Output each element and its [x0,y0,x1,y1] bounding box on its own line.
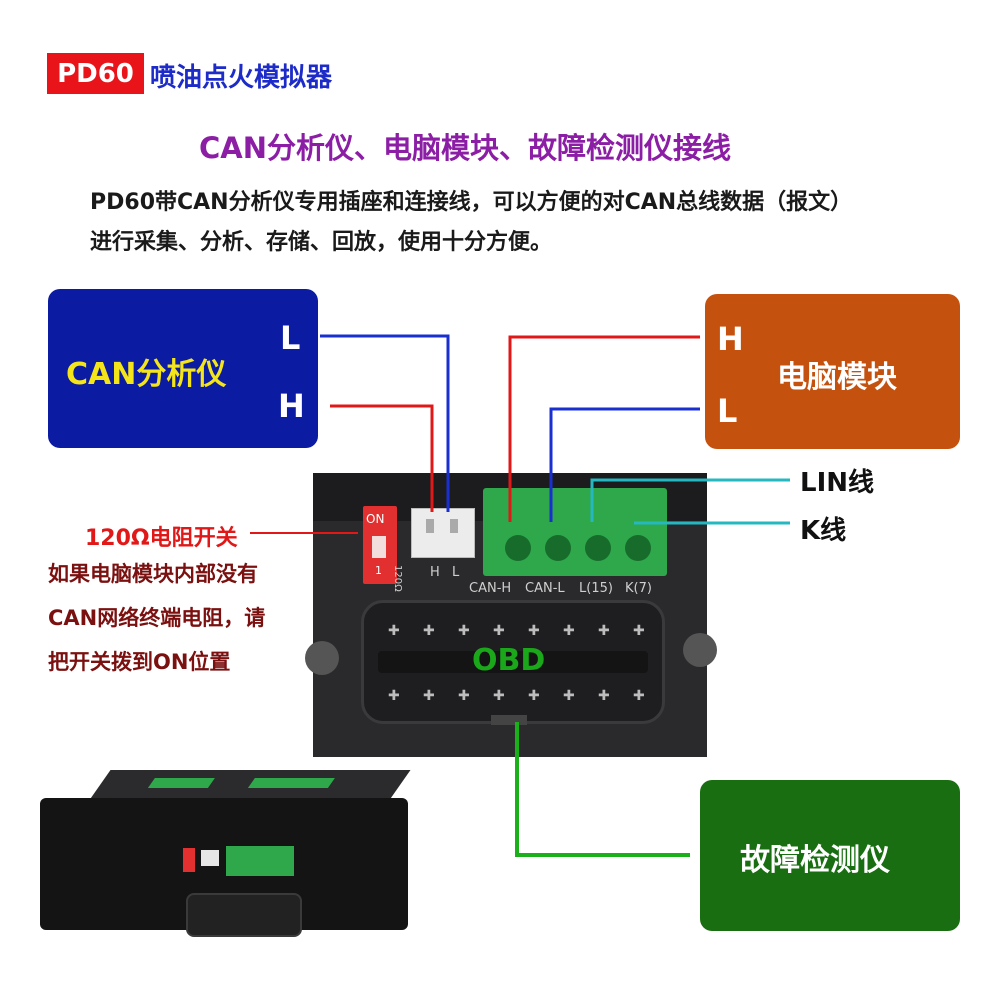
intro-line-1: PD60带CAN分析仪专用插座和连接线，可以方便的对CAN总线数据（报文） [90,190,853,215]
terminal-block [483,488,667,576]
obd-pin: ✚ [598,688,610,704]
lin-wire-label: LIN线 [800,468,875,498]
can-header-socket [411,508,475,558]
header-l-label: L [452,565,460,580]
terminal-screw-k7 [625,535,651,561]
terminal-screw-l15 [585,535,611,561]
obd-pin: ✚ [388,623,400,639]
page-title: 喷油点火模拟器 [150,63,333,93]
wire-lin [590,478,790,522]
k-wire-label: K线 [800,516,847,546]
obd-pin: ✚ [493,623,505,639]
mount-screw-right [683,633,717,667]
obd-pin: ✚ [493,688,505,704]
dip-switch-one-label: 1 [375,564,382,577]
header-pin-h [426,519,434,533]
terminal-label-k7: K(7) [625,581,652,596]
obd-pin: ✚ [423,623,435,639]
can-analyzer-box: CAN分析仪 L H [48,289,318,448]
wire-can-analyzer-l [320,334,450,512]
pc-module-pin-h: H [717,320,744,358]
intro-line-2: 进行采集、分析、存储、回放，使用十分方便。 [90,230,553,255]
product-front-face [40,798,408,937]
header-pin-l [450,519,458,533]
diagnostic-tool-title: 故障检测仪 [740,843,890,878]
dip-switch-lever [372,536,386,558]
obd-port [361,600,665,724]
product-photo [40,770,411,937]
header-h-label: H [430,565,440,580]
subtitle: CAN分析仪、电脑模块、故障检测仪接线 [199,131,731,165]
obd-pin: ✚ [458,623,470,639]
terminal-label-can-l: CAN-L [525,581,565,596]
obd-pin: ✚ [388,688,400,704]
resistor-note: 如果电脑模块内部没有 CAN网络终端电阻，请 把开关拨到ON位置 [48,552,265,684]
obd-key-tab [491,715,527,725]
mount-screw-left [305,641,339,675]
intro-text: PD60带CAN分析仪专用插座和连接线，可以方便的对CAN总线数据（报文） 进行… [90,183,960,263]
resistor-note-line-1: 如果电脑模块内部没有 [48,562,258,586]
can-analyzer-pin-l: L [280,319,301,357]
obd-pin: ✚ [528,623,540,639]
obd-port-slot [378,651,648,673]
terminal-screw-can-l [545,535,571,561]
obd-pin: ✚ [563,623,575,639]
wire-pc-module-h [508,335,700,522]
wire-pc-module-l [549,407,700,522]
pc-module-pin-l: L [717,392,738,430]
pc-module-box: H L 电脑模块 [705,294,960,449]
resistor-note-line-2: CAN网络终端电阻，请 [48,606,266,630]
model-badge: PD60 [47,53,144,94]
wire-can-analyzer-h [330,404,434,512]
product-obd [186,893,302,937]
device-panel: ON 1 120Ω H L CAN-H CAN-L L(15) K(7) ✚✚✚… [305,473,717,757]
resistor-switch-title: 120Ω电阻开关 [85,526,238,551]
obd-pin: ✚ [423,688,435,704]
obd-pin: ✚ [528,688,540,704]
wire-obd [515,722,690,857]
product-header [201,850,219,866]
terminal-label-l15: L(15) [579,581,613,596]
obd-pin: ✚ [598,623,610,639]
can-analyzer-pin-h: H [278,387,305,425]
obd-pin: ✚ [633,688,645,704]
obd-pin: ✚ [563,688,575,704]
can-analyzer-title: CAN分析仪 [66,357,227,392]
dip-switch: ON 1 [363,506,397,584]
product-terminal [226,846,294,876]
terminal-label-can-h: CAN-H [469,581,512,596]
obd-label: OBD [472,643,546,678]
product-dip-switch [183,848,195,872]
diagnostic-tool-box: 故障检测仪 [700,780,960,931]
obd-pin: ✚ [633,623,645,639]
obd-pin: ✚ [458,688,470,704]
terminal-screw-can-h [505,535,531,561]
pc-module-title: 电脑模块 [777,360,897,395]
resistor-note-line-3: 把开关拨到ON位置 [48,650,231,674]
dip-switch-on-label: ON [366,512,385,526]
